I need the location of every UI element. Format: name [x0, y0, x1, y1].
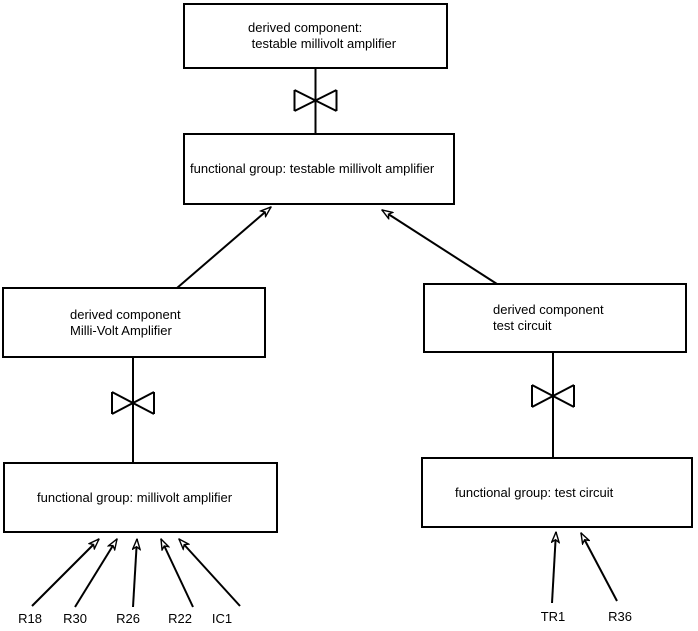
- box-functional-group-test-circuit: functional group: test circuit: [421, 457, 693, 528]
- box-derived-milli-volt-amplifier: derived component Milli-Volt Amplifier: [2, 287, 266, 358]
- arrow-right-derived-to-top-functional: [382, 210, 498, 285]
- box-text-line: derived component: [493, 302, 604, 317]
- box-functional-group-testable-millivolt-amplifier: functional group: testable millivolt amp…: [183, 133, 455, 205]
- part-label-r26: R26: [116, 611, 140, 626]
- arrow-r18: [31, 539, 99, 607]
- part-label-tr1: TR1: [540, 609, 566, 624]
- box-derived-testable-millivolt-amplifier: derived component: testable millivolt am…: [183, 3, 448, 69]
- arrow-r26: [133, 539, 137, 608]
- bowtie-icon-top: [293, 89, 338, 112]
- box-text-line: Milli-Volt Amplifier: [70, 322, 172, 338]
- box-text-line: functional group: millivolt amplifier: [37, 489, 233, 505]
- arrow-tr1: [552, 532, 556, 604]
- box-text-line: functional group: testable millivolt amp…: [190, 161, 435, 176]
- bowtie-icon-left: [111, 391, 155, 415]
- part-label-r18: R18: [18, 611, 42, 626]
- box-functional-group-millivolt-amplifier: functional group: millivolt amplifier: [3, 462, 278, 533]
- part-label-r36: R36: [608, 609, 632, 624]
- part-label-r30: R30: [63, 611, 87, 626]
- box-text-line: test circuit: [493, 318, 552, 333]
- box-derived-test-circuit: derived component test circuit: [423, 283, 687, 353]
- box-text-line: functional group: test circuit: [455, 484, 614, 500]
- arrow-ic1: [179, 539, 241, 607]
- part-label-r22: R22: [168, 611, 192, 626]
- box-text-line: derived component: [70, 306, 181, 322]
- part-label-ic1: IC1: [211, 611, 233, 626]
- arrow-r30: [74, 539, 117, 608]
- arrow-left-derived-to-top-functional: [176, 207, 271, 289]
- arrow-r36: [581, 533, 618, 602]
- bowtie-icon-right: [531, 384, 575, 408]
- arrow-r22: [160, 539, 194, 608]
- box-text-line: derived component:: [248, 20, 363, 35]
- box-text-line: testable millivolt amplifier: [248, 36, 397, 51]
